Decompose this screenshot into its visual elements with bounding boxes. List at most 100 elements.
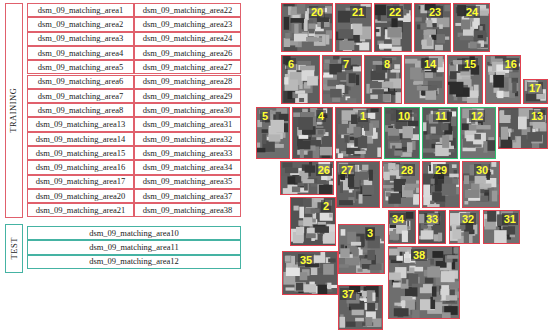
callout-number: 15 [462,58,478,70]
table-cell: dsm_09_matching_area11 [27,240,241,254]
aerial-tile [460,107,496,159]
aerial-tile [414,3,451,52]
aerial-tile [449,210,480,244]
image-tile: 1 [335,107,382,159]
table-cell: dsm_09_matching_area16 [27,160,134,174]
table-cell: dsm_09_matching_area17 [27,175,134,189]
table-cell: dsm_09_matching_area26 [134,46,241,60]
group-label: TEST [5,224,23,273]
image-tile: 38 [388,246,460,319]
callout-number: 5 [260,110,270,122]
image-tile: 23 [414,3,451,52]
callout-number: 21 [350,6,366,18]
callout-number: 35 [298,254,314,266]
image-tile: 15 [447,55,483,104]
callout-number: 14 [422,58,438,70]
table-cell: dsm_09_matching_area37 [134,189,241,203]
image-tile: 24 [453,3,490,52]
aerial-tile [280,161,334,195]
aerial-tile [418,210,446,244]
aerial-tile [322,55,362,104]
table-cell: dsm_09_matching_area4 [27,46,134,60]
aerial-tile [485,55,521,104]
image-tile: 26 [280,161,334,195]
callout-number: 11 [433,110,449,122]
table-cell: dsm_09_matching_area23 [134,17,241,31]
image-tile: 12 [460,107,496,159]
image-tile: 2 [290,197,336,246]
callout-number: 20 [309,6,325,18]
aerial-tile [338,224,385,274]
callout-number: 33 [424,213,440,225]
table-cell: dsm_09_matching_area21 [27,203,134,217]
image-tile: 35 [282,251,338,295]
aerial-tile [335,107,382,159]
callout-number: 34 [390,213,406,225]
table-cell: dsm_09_matching_area38 [134,203,241,217]
aerial-tile [335,3,372,52]
image-tile: 13 [498,107,548,149]
callout-number: 27 [339,164,355,176]
aerial-tile [422,161,460,208]
aerial-tile [453,3,490,52]
aerial-tile [462,161,500,208]
table-cell: dsm_09_matching_area34 [134,160,241,174]
aerial-tile [384,107,420,159]
image-tile: 32 [449,210,480,244]
callout-number: 17 [527,82,543,94]
aerial-tile [483,210,520,244]
table-cell: dsm_09_matching_area27 [134,60,241,74]
table-cell: dsm_09_matching_area10 [27,226,241,240]
aerial-tile [422,107,458,159]
callout-number: 31 [502,213,518,225]
group-label-text: TEST [10,237,19,259]
callout-number: 3 [365,227,375,239]
image-tile: 29 [422,161,460,208]
callout-number: 6 [286,58,296,70]
callout-number: 26 [316,164,332,176]
table-cell: dsm_09_matching_area1 [27,3,134,17]
image-tile: 33 [418,210,446,244]
table-cell: dsm_09_matching_area6 [27,75,134,89]
callout-number: 30 [474,164,490,176]
image-tile: 16 [485,55,521,104]
table-cell: dsm_09_matching_area8 [27,103,134,117]
image-tile: 8 [364,55,402,104]
callout-number: 37 [340,288,356,300]
table-cell: dsm_09_matching_area22 [134,3,241,17]
table-cell: dsm_09_matching_area2 [27,17,134,31]
table-cell: dsm_09_matching_area15 [27,146,134,160]
table-cell: dsm_09_matching_area20 [27,189,134,203]
callout-number: 1 [358,110,368,122]
table-cell: dsm_09_matching_area29 [134,89,241,103]
aerial-tile [388,210,416,244]
aerial-tile [281,55,320,104]
callout-number: 23 [427,6,443,18]
callout-number: 13 [529,110,545,122]
image-tile: 4 [292,107,333,159]
callout-number: 28 [399,164,415,176]
aerial-tile [364,55,402,104]
table-cell: dsm_09_matching_area13 [27,117,134,131]
table-cell: dsm_09_matching_area28 [134,75,241,89]
image-tile: 7 [322,55,362,104]
image-tile: 17 [523,79,548,104]
aerial-tile [292,107,333,159]
image-tile: 3 [338,224,385,274]
table-cell: dsm_09_matching_area31 [134,117,241,131]
image-tile: 34 [388,210,416,244]
aerial-tile [374,3,412,52]
image-tile: 14 [404,55,445,104]
callout-number: 22 [387,6,403,18]
aerial-tile [447,55,483,104]
callout-number: 12 [469,110,485,122]
aerial-tile [388,246,460,319]
callout-number: 10 [396,110,412,122]
aerial-tile [404,55,445,104]
callout-number: 24 [464,6,480,18]
callout-number: 8 [382,58,392,70]
table-cell: dsm_09_matching_area14 [27,132,134,146]
aerial-tile [498,107,548,149]
table-cell: dsm_09_matching_area12 [27,255,241,269]
aerial-tile [256,107,290,159]
